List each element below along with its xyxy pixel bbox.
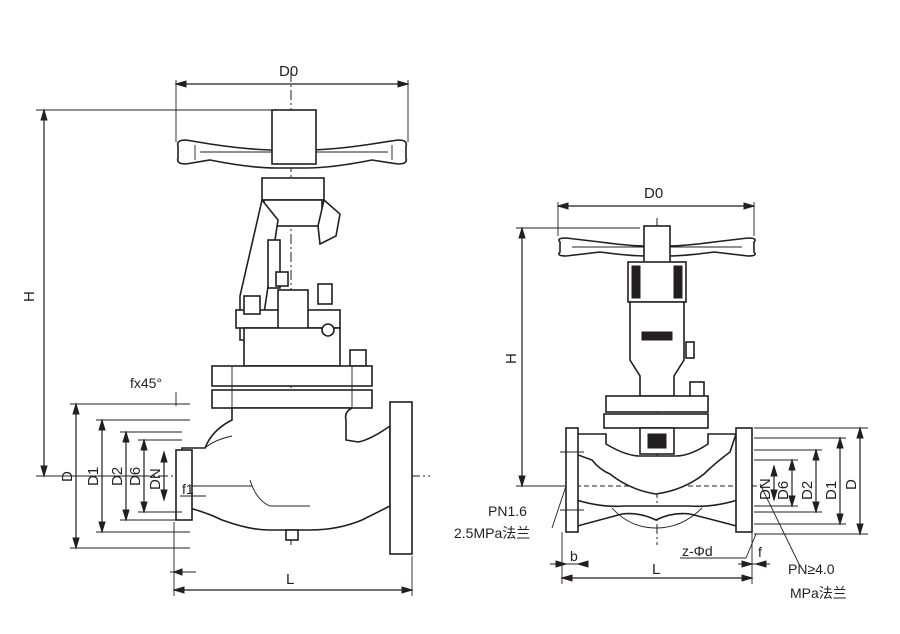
left-l-label: L	[286, 571, 294, 588]
right-flange-low-line2: 2.5MPa法兰	[454, 525, 530, 541]
right-d1-label: D1	[823, 481, 840, 500]
right-d-label: D	[843, 479, 860, 490]
left-f1-label: f1	[182, 481, 194, 497]
right-bonnet	[603, 225, 709, 455]
right-d2-label: D2	[799, 481, 816, 500]
right-l-label: L	[652, 561, 660, 578]
left-d-label: D	[59, 471, 76, 482]
right-h-label: H	[503, 353, 520, 364]
right-b-label: b	[570, 548, 578, 564]
left-chamfer-label: fx45°	[130, 375, 162, 391]
right-d6-label: D6	[775, 481, 792, 500]
right-flange-low-line1: PN1.6	[488, 503, 527, 519]
left-bonnet	[211, 177, 373, 409]
left-d0-label: D0	[279, 63, 298, 80]
right-flange-high-line2: MPa法兰	[790, 585, 847, 601]
right-d0-label: D0	[644, 185, 663, 202]
left-dimensions	[36, 80, 414, 596]
right-body	[560, 427, 753, 533]
right-dimensions	[516, 202, 868, 584]
left-handwheel	[176, 109, 408, 169]
right-flange-high-line1: PN≥4.0	[788, 561, 835, 577]
right-view: D0 H DN D6 D2 D1 D L b f z-Φd PN1.6 2.5M…	[454, 185, 868, 601]
left-d2-label: D2	[109, 467, 126, 486]
left-d6-label: D6	[127, 467, 144, 486]
left-body	[175, 401, 413, 555]
right-bolts-label: z-Φd	[682, 543, 713, 559]
right-dn-label: DN	[757, 478, 774, 500]
right-f-label: f	[758, 544, 762, 560]
left-d1-label: D1	[85, 467, 102, 486]
left-h-label: H	[21, 291, 38, 302]
left-view: D0 H D D1 D2 D6 DN L fx45° f1	[21, 63, 430, 596]
left-dn-label: DN	[147, 468, 164, 490]
